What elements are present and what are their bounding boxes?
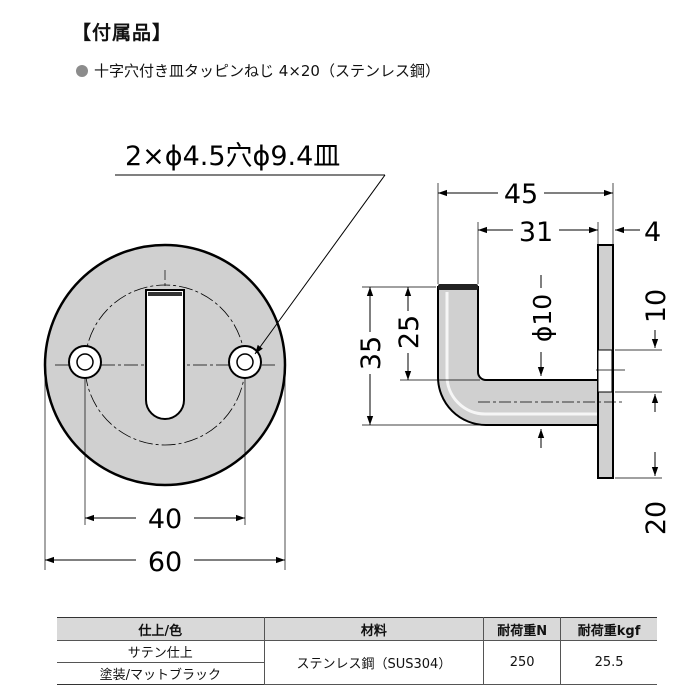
finish-matte-black: 塗装/マットブラック (57, 662, 265, 685)
hole-pitch-value: 40 (148, 504, 182, 535)
technical-drawing: 2×ϕ4.5穴ϕ9.4皿 40 60 45 31 (43, 141, 672, 578)
load-kgf-cell: 25.5 (560, 640, 657, 685)
right-hole (236, 353, 254, 371)
projection-value: 45 (504, 179, 538, 210)
hook-bar (437, 286, 606, 426)
countersink-notch (597, 349, 613, 393)
table-row: 塗装/マットブラック (57, 662, 657, 685)
bar-highlight (445, 292, 600, 416)
accessory-description: 十字穴付き皿タッピンねじ 4×20（ステンレス鋼） (94, 62, 440, 80)
material-cell: ステンレス鋼（SUS304） (263, 640, 485, 685)
diameter-value: 60 (148, 547, 182, 578)
callout-leader (254, 174, 386, 355)
table-header-row: 仕上/色 材料 耐荷重N 耐荷重kgf (57, 617, 657, 641)
bar-top-value: 25 (394, 315, 425, 349)
header-load-kgf: 耐荷重kgf (560, 617, 657, 641)
inner-value: 31 (519, 217, 553, 248)
accessory-heading: 【付属品】 (72, 22, 173, 44)
lower-value: 20 (641, 501, 672, 535)
upper-value: 10 (641, 289, 672, 323)
hole-callout-label: 2×ϕ4.5穴ϕ9.4皿 (125, 141, 340, 172)
height-value: 35 (356, 336, 387, 370)
bullet-icon (76, 64, 88, 77)
header-finish: 仕上/色 (57, 617, 265, 641)
bar-end-cap (438, 284, 478, 290)
front-view: 2×ϕ4.5穴ϕ9.4皿 40 60 (43, 141, 386, 578)
bar-slot (145, 289, 185, 420)
finish-satin: サテン仕上 (57, 640, 265, 663)
spec-table: 仕上/色 材料 耐荷重N 耐荷重kgf サテン仕上 ステンレス鋼（SUS304）… (57, 617, 657, 685)
load-n-cell: 250 (483, 640, 562, 685)
accessory-line: 十字穴付き皿タッピンねじ 4×20（ステンレス鋼） (76, 60, 440, 81)
left-hole (76, 353, 94, 371)
bar-slot-shadow (148, 292, 182, 296)
bar-diameter-value: ϕ10 (528, 294, 557, 342)
header-material: 材料 (263, 617, 485, 641)
plate-thickness-value: 4 (644, 217, 661, 248)
header-load-n: 耐荷重N (483, 617, 562, 641)
side-view: 45 31 4 35 25 ϕ10 10 (354, 176, 672, 535)
table-row: サテン仕上 ステンレス鋼（SUS304） 250 25.5 (57, 640, 657, 685)
